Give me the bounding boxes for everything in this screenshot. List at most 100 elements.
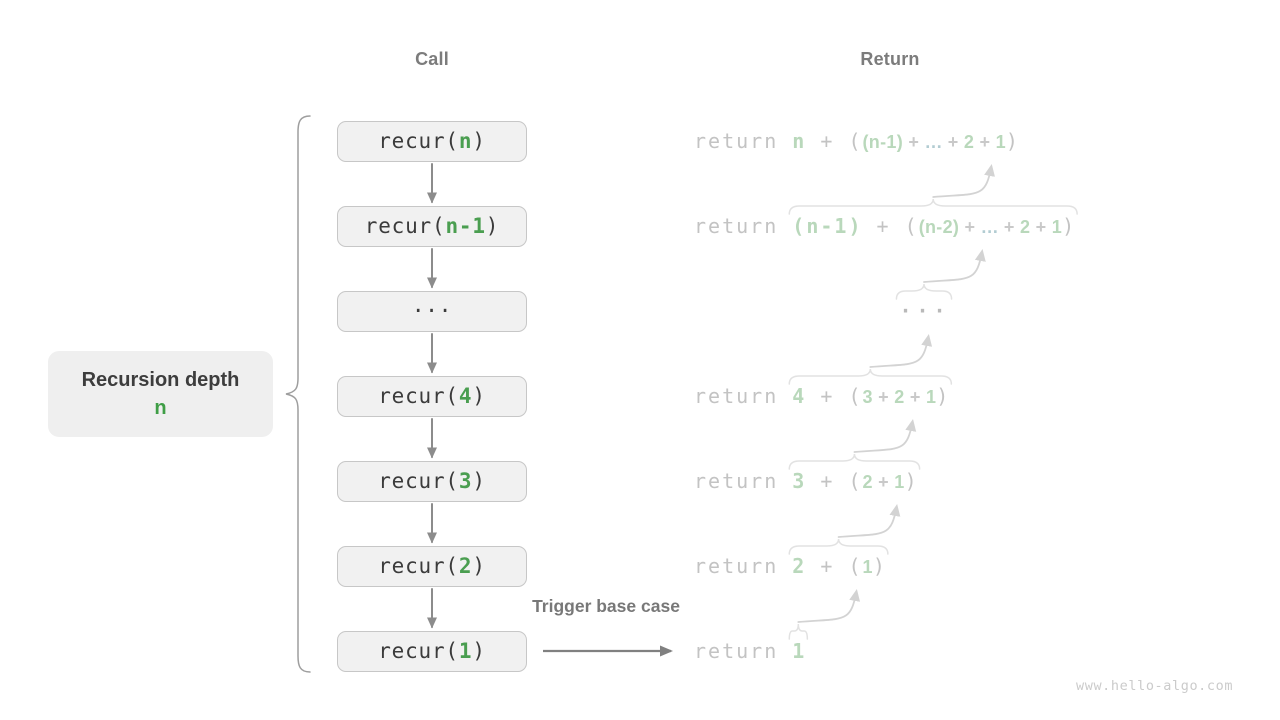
text-segment: + <box>959 217 981 237</box>
return-flow-arrow <box>869 334 933 368</box>
call-column-header: Call <box>415 49 449 69</box>
text-segment: recur( <box>378 469 459 493</box>
watermark: www.hello-algo.com <box>1076 678 1234 694</box>
text-segment: + <box>872 387 895 407</box>
text-segment: + <box>998 217 1021 237</box>
text-segment: 2 <box>862 472 873 492</box>
text-segment: return <box>694 469 793 493</box>
return-row-4: return 4 + (3 + 2 + 1) <box>694 384 950 408</box>
text-segment: ) <box>472 129 486 153</box>
return-overbrace <box>788 623 809 640</box>
text-segment: + <box>903 132 925 152</box>
return-row-n-1: return (n-1) + ((n-2) + … + 2 + 1) <box>694 214 1076 238</box>
recursion-depth-label: Recursion depth n <box>48 351 273 437</box>
text-segment: 1 <box>862 557 873 577</box>
text-segment: + <box>872 472 895 492</box>
return-flow-arrow <box>837 504 901 538</box>
text-segment: recur( <box>378 639 459 663</box>
text-segment: + <box>974 132 996 152</box>
return-expression: 2 + (1) <box>792 554 887 578</box>
text-segment: ) <box>904 469 919 493</box>
text-segment: ··· <box>899 299 951 323</box>
text-segment: + ( <box>806 554 863 578</box>
return-flow-arrow <box>797 589 861 623</box>
text-segment: recur( <box>378 554 459 578</box>
text-segment: 2 <box>1020 217 1031 237</box>
text-segment: return <box>694 129 793 153</box>
text-segment: + ( <box>806 469 863 493</box>
text-segment: 3 <box>792 469 807 493</box>
return-row-2: return 2 + (1) <box>694 554 887 578</box>
text-segment: (n-2) <box>918 217 960 237</box>
text-segment: ) <box>472 469 486 493</box>
text-segment: n <box>792 129 807 153</box>
return-overbrace <box>788 453 921 470</box>
text-segment: 1 <box>1051 217 1063 237</box>
return-flow-arrow <box>923 249 986 283</box>
return-overbrace <box>895 283 953 300</box>
call-box-recur-2: recur(2) <box>337 545 527 587</box>
text-segment: … <box>980 217 999 237</box>
text-segment: 1 <box>458 639 473 663</box>
text-segment: return <box>694 214 793 238</box>
text-segment: n-1 <box>445 214 486 238</box>
text-segment: 2 <box>894 387 905 407</box>
text-segment: ) <box>1005 129 1020 153</box>
text-segment: 1 <box>894 472 905 492</box>
recursion-depth-brace <box>285 115 311 673</box>
return-column-header: Return <box>860 49 920 69</box>
text-segment: return <box>694 639 793 663</box>
text-segment: ··· <box>411 299 453 323</box>
text-segment: recur( <box>378 384 459 408</box>
trigger-base-case-label: Trigger base case <box>532 596 680 616</box>
text-segment: 1 <box>792 639 807 663</box>
text-segment: (n-1) <box>792 214 863 238</box>
text-segment: 2 <box>963 132 975 152</box>
text-segment: return <box>694 554 793 578</box>
text-segment: return <box>694 384 793 408</box>
return-expression: n + ((n-1) + … + 2 + 1) <box>792 129 1020 153</box>
return-flow-arrow <box>853 419 917 453</box>
text-segment: ) <box>472 639 486 663</box>
recursion-depth-value: n <box>154 396 167 419</box>
return-row-3: return 3 + (2 + 1) <box>694 469 919 493</box>
call-box-recur-n: recur(n) <box>337 120 527 162</box>
return-overbrace <box>788 538 889 555</box>
text-segment: recur( <box>378 129 459 153</box>
text-segment: ) <box>472 384 486 408</box>
text-segment: + ( <box>862 214 919 238</box>
text-segment: 3 <box>862 387 873 407</box>
call-box-recur-1: recur(1) <box>337 630 527 672</box>
return-expression: ··· <box>899 299 950 323</box>
text-segment: recur( <box>364 214 446 238</box>
call-box-ellipsis: ··· <box>337 290 527 332</box>
text-segment: + <box>1030 217 1052 237</box>
text-segment: 2 <box>792 554 807 578</box>
text-segment: ) <box>485 214 500 238</box>
return-flow-arrow <box>932 164 995 198</box>
text-segment: 4 <box>792 384 807 408</box>
return-overbrace <box>788 198 1078 215</box>
text-segment: + ( <box>806 129 863 153</box>
text-segment: 4 <box>458 384 473 408</box>
text-segment: + <box>942 132 964 152</box>
text-segment: ) <box>1062 214 1077 238</box>
return-row-1: return 1 <box>694 639 806 663</box>
text-segment: 1 <box>995 132 1006 152</box>
return-expression: 4 + (3 + 2 + 1) <box>792 384 950 408</box>
return-expression: 1 <box>792 639 806 663</box>
text-segment: 2 <box>458 554 473 578</box>
text-segment: ) <box>472 554 486 578</box>
text-segment: 3 <box>458 469 473 493</box>
text-segment: ) <box>936 384 951 408</box>
call-box-recur-3: recur(3) <box>337 460 527 502</box>
return-row-ellipsis: ··· <box>899 299 950 323</box>
call-box-recur-4: recur(4) <box>337 375 527 417</box>
return-overbrace <box>788 368 953 385</box>
text-segment: n <box>458 129 473 153</box>
text-segment: 1 <box>925 387 937 407</box>
text-segment: … <box>924 132 943 152</box>
return-row-n: return n + ((n-1) + … + 2 + 1) <box>694 129 1020 153</box>
text-segment: + <box>904 387 926 407</box>
